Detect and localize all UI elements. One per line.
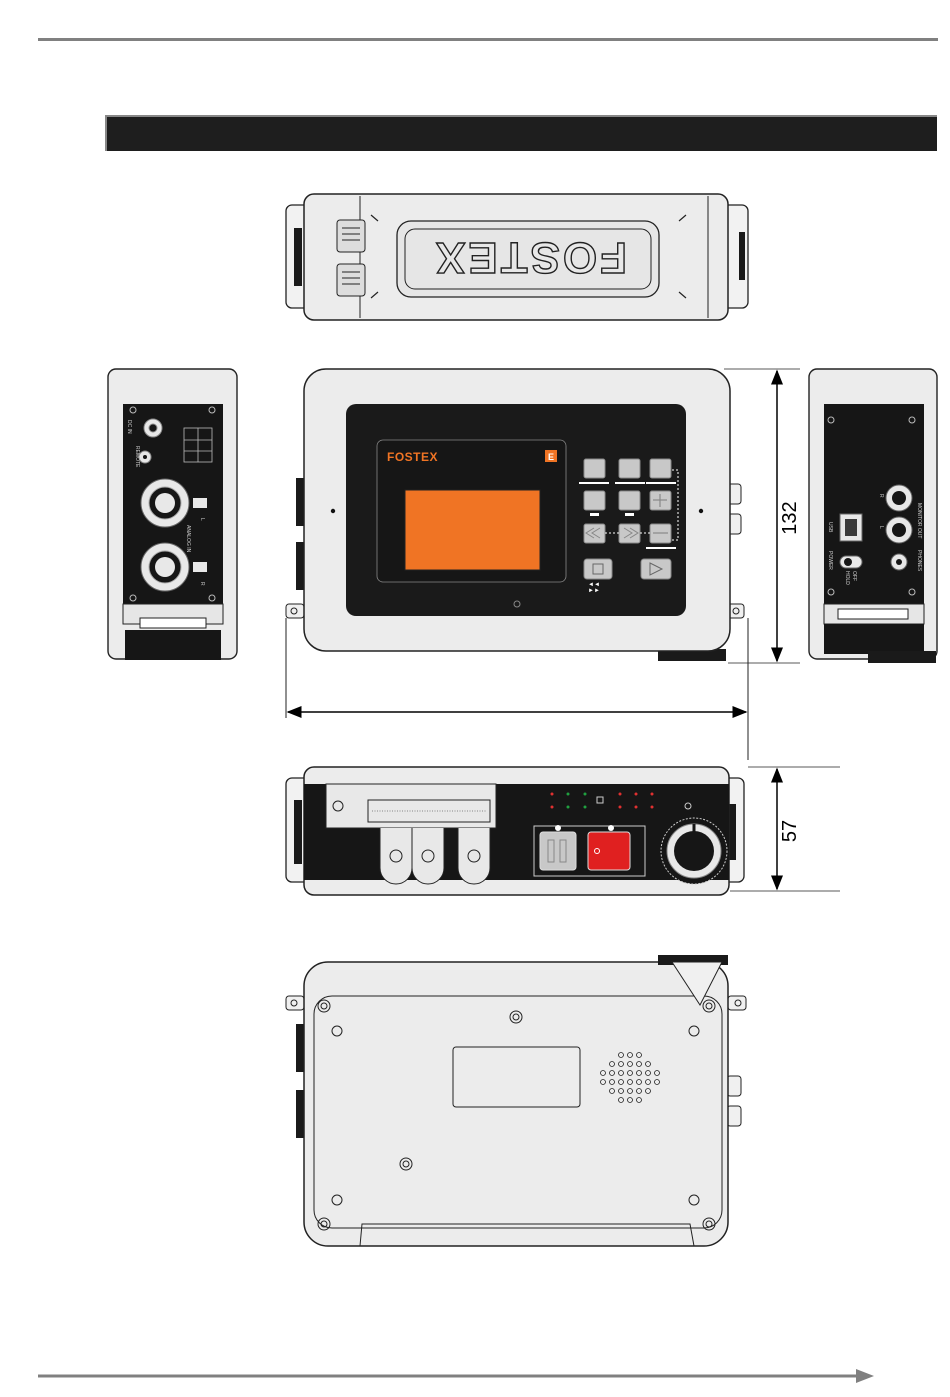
skip-next-button[interactable] <box>619 491 640 510</box>
usb-label: USB <box>827 522 833 533</box>
skip-previous-button[interactable] <box>584 491 605 510</box>
function-buttons <box>579 459 678 549</box>
svg-text:E: E <box>548 452 554 462</box>
skip-next-icon <box>625 513 634 516</box>
input-l-label: L <box>199 518 205 521</box>
monitor-out-label: MONITOR OUT <box>916 503 922 538</box>
input-r-label: R <box>199 582 205 586</box>
faceplate-logo: FOSTEX <box>387 450 438 464</box>
function-button-2[interactable] <box>619 459 640 478</box>
hold-label: HOLD <box>844 571 850 585</box>
footer-arrow <box>38 1369 874 1383</box>
power-label: POWER <box>827 551 833 570</box>
right-side-view: USB POWER HOLD OFF MONITOR OUT PHONES R … <box>809 369 937 663</box>
depth-dimension-label: 57 <box>779 820 801 842</box>
function-button-3[interactable] <box>650 459 671 478</box>
height-dimension-label: 132 <box>779 501 801 534</box>
phones-label: PHONES <box>916 550 922 572</box>
dc-in-label: DC IN <box>126 420 132 434</box>
remote-label: REMOTE <box>134 446 140 468</box>
svg-text:►►: ►► <box>588 588 600 594</box>
skip-previous-icon <box>590 513 599 516</box>
front-edge-view: 57 <box>286 767 840 895</box>
top-view: FOSTEX <box>286 194 748 320</box>
top-logo: FOSTEX <box>433 233 627 282</box>
stop-button[interactable] <box>584 559 612 579</box>
analog-in-label: ANALOG IN <box>185 525 191 553</box>
function-button-1[interactable] <box>584 459 605 478</box>
lcd-display <box>405 490 540 570</box>
front-view: FOSTEX E <box>286 369 801 760</box>
bottom-view <box>286 955 746 1246</box>
left-side-view: ANALOG IN REMOTE DC IN L R <box>108 369 237 660</box>
pause-button[interactable] <box>540 832 576 870</box>
output-r-label: R <box>878 494 884 498</box>
play-button[interactable] <box>641 559 671 579</box>
off-label: OFF <box>851 571 857 581</box>
output-l-label: L <box>878 526 884 529</box>
